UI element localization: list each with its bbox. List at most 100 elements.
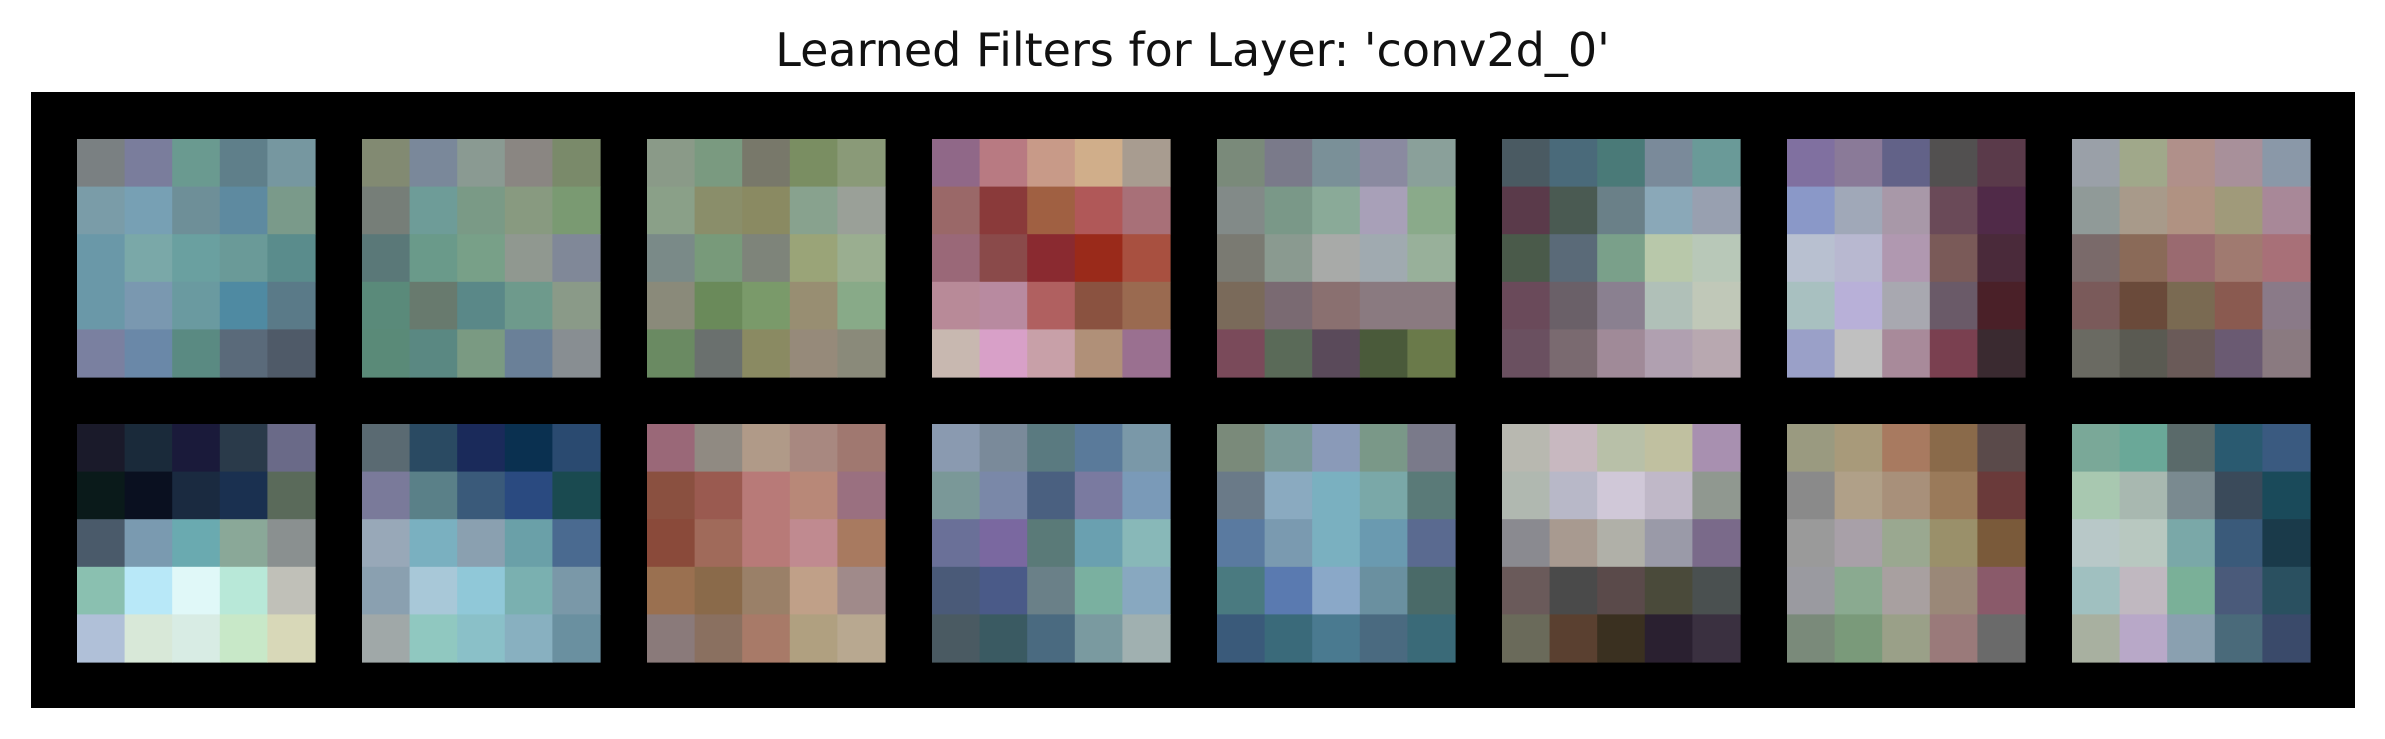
filter-9-cell-r0-c0 [77,424,126,473]
filter-12-cell-r3-c0 [932,566,981,615]
filter-14-cell-r0-c1 [1549,424,1598,473]
filter-1-cell-r0-c2 [172,139,221,188]
filter-3-cell-r0-c1 [694,139,743,188]
filter-7-cell-r3-c1 [1834,281,1883,330]
filter-6-cell-r1-c4 [1692,186,1741,235]
filter-16-cell-r3-c4 [2262,566,2311,615]
filter-12-cell-r0-c4 [1122,424,1171,473]
filter-7-cell-r1-c0 [1787,186,1836,235]
filter-11-cell-r4-c0 [647,614,696,663]
filter-14-cell-r0-c3 [1644,424,1693,473]
filter-4-cell-r2-c1 [979,234,1028,283]
filter-12-cell-r4-c1 [979,614,1028,663]
filter-9-cell-r2-c2 [172,519,221,568]
filter-7-cell-r3-c0 [1787,281,1836,330]
filter-16-cell-r0-c2 [2167,424,2216,473]
filter-13-cell-r1-c3 [1359,471,1408,520]
filter-10-cell-r4-c4 [552,614,601,663]
filter-10-cell-r1-c2 [457,471,506,520]
filter-12-cell-r2-c4 [1122,519,1171,568]
filter-12-cell-r2-c2 [1027,519,1076,568]
filter-14-cell-r4-c0 [1502,614,1551,663]
filter-5-cell-r0-c1 [1264,139,1313,188]
filter-13-cell-r0-c3 [1359,424,1408,473]
filter-7-cell-r0-c4 [1977,139,2026,188]
filter-1-cell-r4-c4 [267,329,316,378]
filter-12-cell-r1-c2 [1027,471,1076,520]
filter-5-cell-r4-c4 [1407,329,1456,378]
filter-1-cell-r0-c4 [267,139,316,188]
filter-tile-2 [362,139,601,378]
filter-10-cell-r3-c0 [362,566,411,615]
filter-9-cell-r2-c4 [267,519,316,568]
filter-6-cell-r0-c2 [1597,139,1646,188]
filter-13-cell-r1-c4 [1407,471,1456,520]
filter-8-cell-r0-c1 [2119,139,2168,188]
filter-6-cell-r1-c3 [1644,186,1693,235]
filter-10-cell-r3-c2 [457,566,506,615]
filter-8-cell-r0-c4 [2262,139,2311,188]
filter-9-cell-r1-c0 [77,471,126,520]
filter-14-cell-r2-c0 [1502,519,1551,568]
filter-3-cell-r4-c0 [647,329,696,378]
filter-16-cell-r4-c3 [2214,614,2263,663]
filter-4-cell-r2-c3 [1074,234,1123,283]
filter-3-cell-r0-c2 [742,139,791,188]
filter-3-cell-r2-c2 [742,234,791,283]
filter-8-cell-r0-c3 [2214,139,2263,188]
filter-16-cell-r2-c0 [2072,519,2121,568]
filter-3-cell-r1-c3 [789,186,838,235]
filter-3-cell-r4-c4 [837,329,886,378]
filter-tile-9 [77,424,316,663]
filter-11-cell-r2-c1 [694,519,743,568]
filter-1-cell-r1-c0 [77,186,126,235]
filter-12-cell-r1-c3 [1074,471,1123,520]
filter-16-cell-r1-c1 [2119,471,2168,520]
filter-9-cell-r4-c4 [267,614,316,663]
filter-13-cell-r3-c2 [1312,566,1361,615]
filter-1-cell-r0-c0 [77,139,126,188]
filter-tile-10 [362,424,601,663]
filter-10-cell-r4-c0 [362,614,411,663]
filter-4-cell-r1-c2 [1027,186,1076,235]
filter-15-cell-r1-c1 [1834,471,1883,520]
filter-2-cell-r0-c4 [552,139,601,188]
filter-12-cell-r0-c1 [979,424,1028,473]
filter-9-cell-r4-c3 [219,614,268,663]
filter-16-cell-r4-c1 [2119,614,2168,663]
filter-13-cell-r4-c3 [1359,614,1408,663]
filter-2-cell-r2-c4 [552,234,601,283]
filter-4-cell-r3-c4 [1122,281,1171,330]
filter-9-cell-r4-c0 [77,614,126,663]
filter-10-cell-r0-c1 [409,424,458,473]
filter-16-cell-r1-c3 [2214,471,2263,520]
filter-2-cell-r0-c2 [457,139,506,188]
filter-2-cell-r4-c4 [552,329,601,378]
filter-4-cell-r0-c3 [1074,139,1123,188]
filter-1-cell-r3-c3 [219,281,268,330]
filter-3-cell-r0-c0 [647,139,696,188]
filter-1-cell-r4-c0 [77,329,126,378]
filter-11-cell-r0-c1 [694,424,743,473]
filter-13-cell-r3-c4 [1407,566,1456,615]
filter-13-cell-r3-c1 [1264,566,1313,615]
filter-3-cell-r2-c0 [647,234,696,283]
filter-6-cell-r4-c4 [1692,329,1741,378]
filter-5-cell-r1-c4 [1407,186,1456,235]
filter-13-cell-r1-c2 [1312,471,1361,520]
filter-12-cell-r4-c2 [1027,614,1076,663]
filter-12-cell-r2-c1 [979,519,1028,568]
filter-10-cell-r4-c2 [457,614,506,663]
filter-4-cell-r0-c0 [932,139,981,188]
filter-10-cell-r0-c0 [362,424,411,473]
filter-8-cell-r4-c3 [2214,329,2263,378]
filter-5-cell-r4-c3 [1359,329,1408,378]
filter-4-cell-r1-c1 [979,186,1028,235]
filter-8-cell-r3-c1 [2119,281,2168,330]
filter-14-cell-r1-c3 [1644,471,1693,520]
filter-11-cell-r3-c2 [742,566,791,615]
filter-13-cell-r2-c3 [1359,519,1408,568]
filter-11-cell-r1-c3 [789,471,838,520]
filter-7-cell-r4-c3 [1929,329,1978,378]
filter-13-cell-r0-c1 [1264,424,1313,473]
